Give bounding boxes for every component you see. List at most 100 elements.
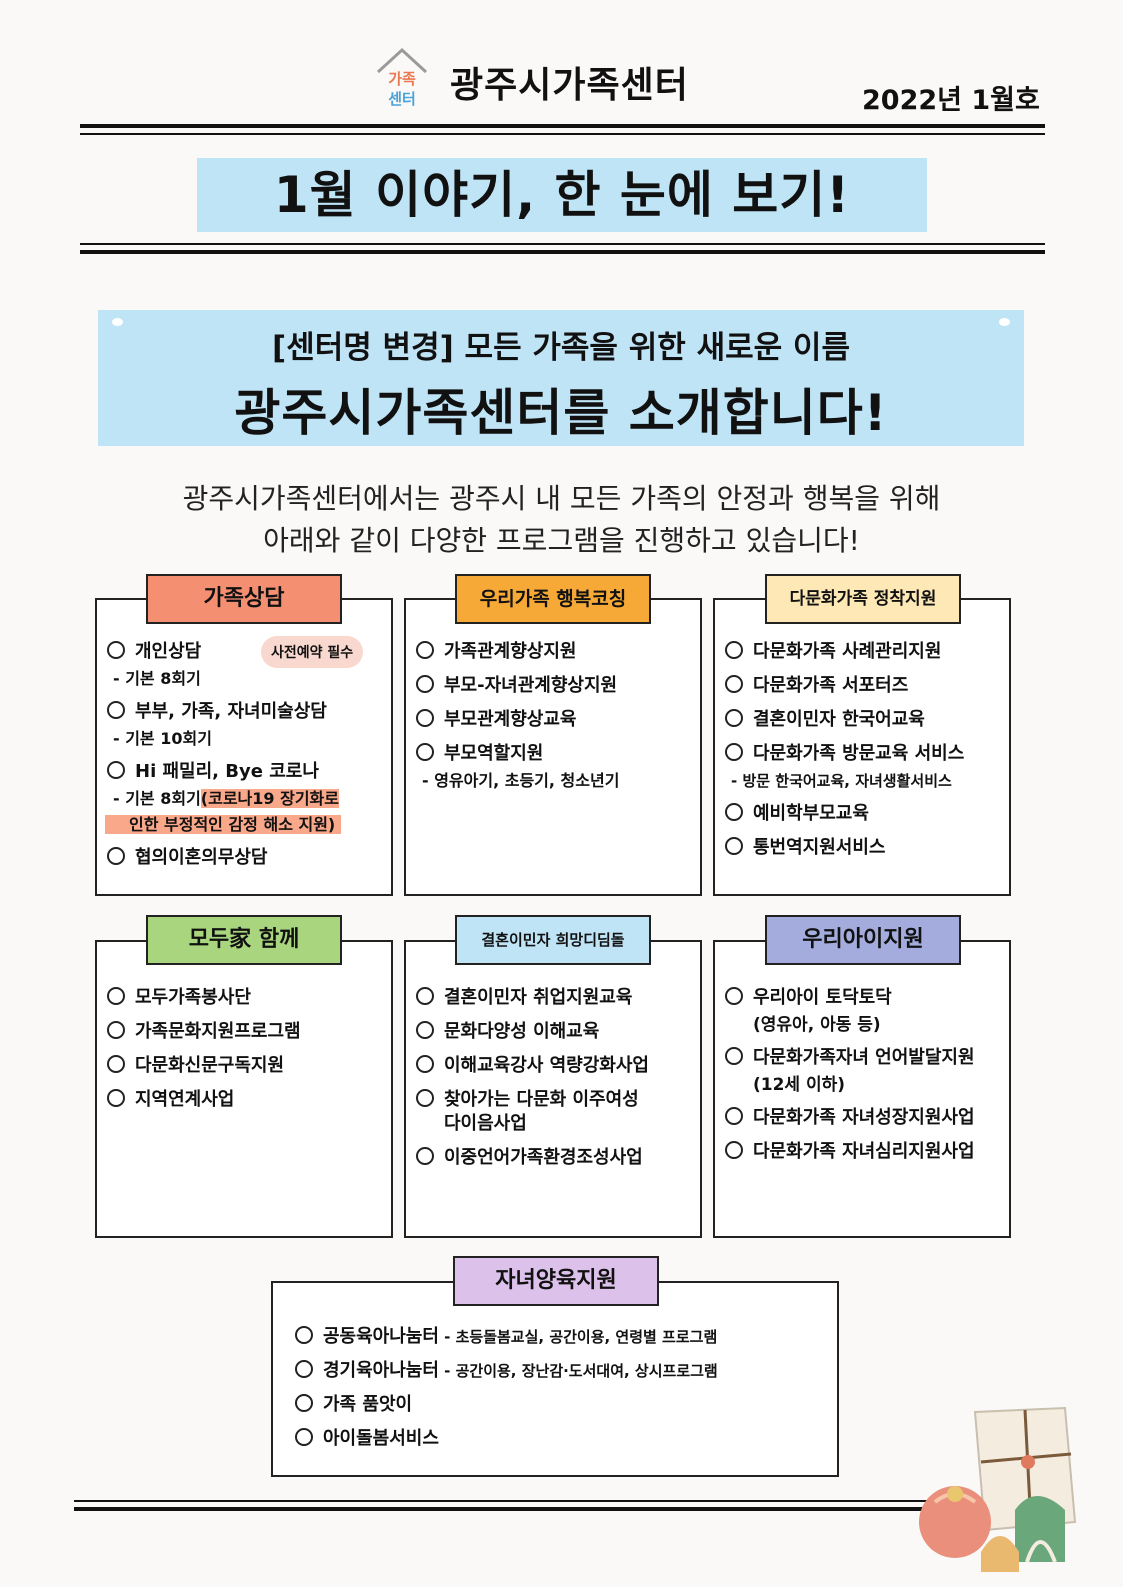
divider <box>74 1500 1074 1502</box>
list-item: 지역연계사업 <box>107 1088 383 1112</box>
list-item: 이해교육강사 역량강화사업 <box>416 1054 692 1078</box>
list-item: 예비학부모교육 <box>725 802 1001 826</box>
circle-bullet-icon <box>107 761 125 779</box>
item-note: (12세 이하) <box>753 1075 846 1095</box>
circle-bullet-icon <box>725 675 743 693</box>
circle-bullet-icon <box>725 1141 743 1159</box>
tag-childcare: 자녀양육지원 <box>453 1256 659 1306</box>
list-item: 다문화가족 서포터즈 <box>725 674 1001 698</box>
list-item: 경기육아나눔터 - 공간이용, 장난감·도서대여, 상시프로그램 <box>295 1359 829 1383</box>
circle-bullet-icon <box>107 987 125 1005</box>
list-item: Hi 패밀리, Bye 코로나 <box>107 760 383 784</box>
center-logo: 가족 센터 <box>376 47 428 108</box>
circle-bullet-icon <box>725 837 743 855</box>
list-item: 통번역지원서비스 <box>725 836 1001 860</box>
divider <box>80 243 1045 245</box>
circle-bullet-icon <box>107 641 125 659</box>
tag-counseling: 가족상담 <box>146 574 342 624</box>
list-item: 공동육아나눔터 - 초등돌봄교실, 공간이용, 연령별 프로그램 <box>295 1325 829 1349</box>
list-item: 결혼이민자 취업지원교육 <box>416 986 692 1010</box>
circle-bullet-icon <box>725 803 743 821</box>
tag-coaching: 우리가족 행복코칭 <box>455 574 651 624</box>
counseling-box: 개인상담 - 기본 8회기 부부, 가족, 자녀미술상담 - 기본 10회기 H… <box>95 598 393 896</box>
center-name: 광주시가족센터 <box>450 65 689 106</box>
circle-bullet-icon <box>725 987 743 1005</box>
intro-line: 광주시가족센터에서는 광주시 내 모든 가족의 안정과 행복을 위해 <box>182 482 941 515</box>
item-note: (영유아, 아동 등) <box>753 1015 881 1035</box>
pin-dot <box>112 318 123 326</box>
children-box: 우리아이 토닥토닥 (영유아, 아동 등) 다문화가족자녀 언어발달지원 (12… <box>713 940 1011 1238</box>
list-item: 다문화가족 자녀성장지원사업 <box>725 1106 1001 1130</box>
hope-box: 결혼이민자 취업지원교육 문화다양성 이해교육 이해교육강사 역량강화사업 찾아… <box>404 940 702 1238</box>
coaching-box: 가족관계향상지원 부모-자녀관계향상지원 부모관계향상교육 부모역할지원 - 영… <box>404 598 702 896</box>
divider <box>80 250 1045 254</box>
tag-children: 우리아이지원 <box>765 915 961 965</box>
divider <box>80 124 1045 128</box>
list-item: 결혼이민자 한국어교육 <box>725 708 1001 732</box>
list-item: 모두가족봉사단 <box>107 986 383 1010</box>
pin-dot <box>999 318 1010 326</box>
circle-bullet-icon <box>725 743 743 761</box>
circle-bullet-icon <box>725 641 743 659</box>
list-item: 문화다양성 이해교육 <box>416 1020 692 1044</box>
circle-bullet-icon <box>295 1428 313 1446</box>
list-item: 이중언어가족환경조성사업 <box>416 1146 692 1170</box>
list-item: 다문화가족 사례관리지원 <box>725 640 1001 664</box>
circle-bullet-icon <box>416 1021 434 1039</box>
divider <box>80 133 1045 135</box>
multicultural-box: 다문화가족 사례관리지원 다문화가족 서포터즈 결혼이민자 한국어교육 다문화가… <box>713 598 1011 896</box>
reservation-badge: 사전예약 필수 <box>261 636 364 668</box>
circle-bullet-icon <box>107 847 125 865</box>
hero-panel: [센터명 변경] 모든 가족을 위한 새로운 이름 광주시가족센터를 소개합니다… <box>98 310 1024 446</box>
circle-bullet-icon <box>107 1089 125 1107</box>
circle-bullet-icon <box>295 1394 313 1412</box>
circle-bullet-icon <box>416 1055 434 1073</box>
banner-title: 1월 이야기, 한 눈에 보기! <box>197 158 927 232</box>
list-item: 다문화가족자녀 언어발달지원 <box>725 1046 1001 1070</box>
circle-bullet-icon <box>107 701 125 719</box>
intro-line: 아래와 같이 다양한 프로그램을 진행하고 있습니다! <box>263 524 860 557</box>
circle-bullet-icon <box>725 1047 743 1065</box>
tag-multicultural: 다문화가족 정착지원 <box>765 574 961 624</box>
issue-date: 2022년 1월호 <box>862 85 1040 116</box>
highlight-note: 인한 부정적인 감정 해소 지원) <box>105 815 342 834</box>
lunar-new-year-gift-illustration <box>919 1406 1077 1572</box>
list-item: 부모역할지원 <box>416 742 692 766</box>
circle-bullet-icon <box>416 675 434 693</box>
list-item: 협의이혼의무상담 <box>107 846 383 870</box>
circle-bullet-icon <box>295 1326 313 1344</box>
list-item: 다문화가족 방문교육 서비스 <box>725 742 1001 766</box>
list-item: 다문화가족 자녀심리지원사업 <box>725 1140 1001 1164</box>
circle-bullet-icon <box>725 709 743 727</box>
circle-bullet-icon <box>416 987 434 1005</box>
hero-subtitle: [센터명 변경] 모든 가족을 위한 새로운 이름 <box>272 330 850 366</box>
item-note: - 기본 8회기 <box>113 669 201 688</box>
divider <box>74 1507 1074 1511</box>
item-note: - 방문 한국어교육, 자녀생활서비스 <box>731 772 952 790</box>
circle-bullet-icon <box>107 1055 125 1073</box>
intro-text: 광주시가족센터에서는 광주시 내 모든 가족의 안정과 행복을 위해 아래와 같… <box>0 478 1123 562</box>
circle-bullet-icon <box>416 743 434 761</box>
item-note: - 영유아기, 초등기, 청소년기 <box>422 771 620 790</box>
tag-together: 모두家 함께 <box>146 915 342 965</box>
list-item: 아이돌봄서비스 <box>295 1427 829 1451</box>
together-box: 모두가족봉사단 가족문화지원프로그램 다문화신문구독지원 지역연계사업 <box>95 940 393 1238</box>
list-item: 개인상담 <box>107 640 383 664</box>
list-item: 부모-자녀관계향상지원 <box>416 674 692 698</box>
circle-bullet-icon <box>416 641 434 659</box>
svg-text:가족: 가족 <box>388 70 416 88</box>
list-item: 다문화신문구독지원 <box>107 1054 383 1078</box>
svg-text:센터: 센터 <box>388 90 416 108</box>
childcare-box: 공동육아나눔터 - 초등돌봄교실, 공간이용, 연령별 프로그램 경기육아나눔터… <box>271 1281 839 1477</box>
list-item: 가족문화지원프로그램 <box>107 1020 383 1044</box>
list-item: 가족관계향상지원 <box>416 640 692 664</box>
list-item: 가족 품앗이 <box>295 1393 829 1417</box>
circle-bullet-icon <box>107 1021 125 1039</box>
tag-hope: 결혼이민자 희망디딤돌 <box>455 915 651 965</box>
circle-bullet-icon <box>416 1147 434 1165</box>
item-note: - 기본 10회기 <box>113 729 212 748</box>
list-item: 부부, 가족, 자녀미술상담 <box>107 700 383 724</box>
item-note: - 기본 8회기(코로나19 장기화로 <box>113 789 339 808</box>
circle-bullet-icon <box>416 709 434 727</box>
